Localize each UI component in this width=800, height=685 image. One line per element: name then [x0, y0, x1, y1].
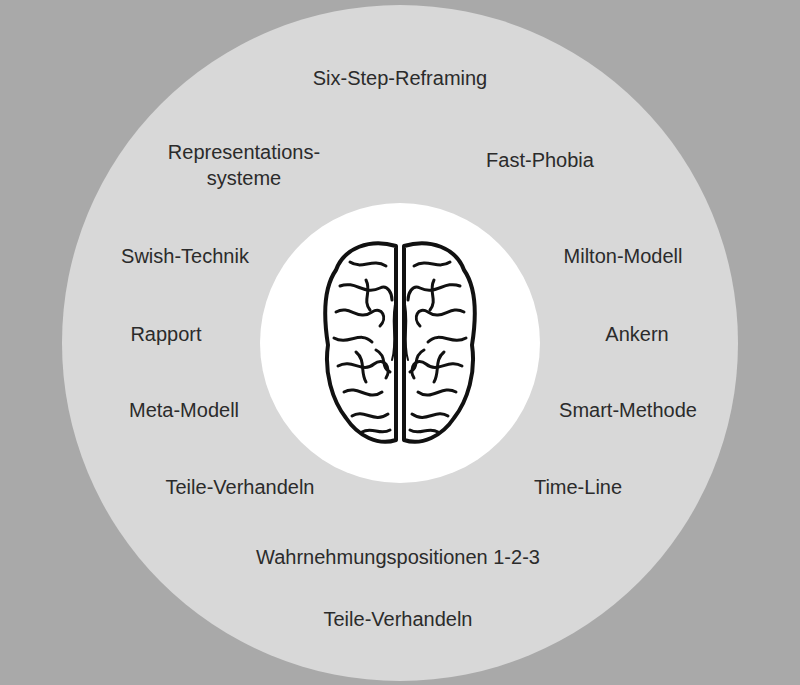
method-label: Time-Line [534, 474, 622, 500]
method-label: Milton-Modell [564, 243, 683, 269]
outer-disc [62, 5, 738, 681]
method-label: Ankern [605, 321, 668, 347]
method-label: Swish-Technik [121, 243, 249, 269]
method-label: Teile-Verhandeln [166, 474, 315, 500]
method-label: Fast-Phobia [486, 147, 594, 173]
method-label: Rapport [130, 321, 201, 347]
method-label: Teile-Verhandeln [324, 606, 473, 632]
brain-illustration [325, 243, 475, 441]
method-label: Smart-Methode [559, 397, 697, 423]
method-label: Six-Step-Reframing [313, 65, 488, 91]
method-label: Representations- systeme [168, 139, 320, 191]
method-label: Meta-Modell [129, 397, 239, 423]
inner-disc [260, 203, 540, 483]
method-label: Wahrnehmungspositionen 1-2-3 [256, 544, 540, 570]
